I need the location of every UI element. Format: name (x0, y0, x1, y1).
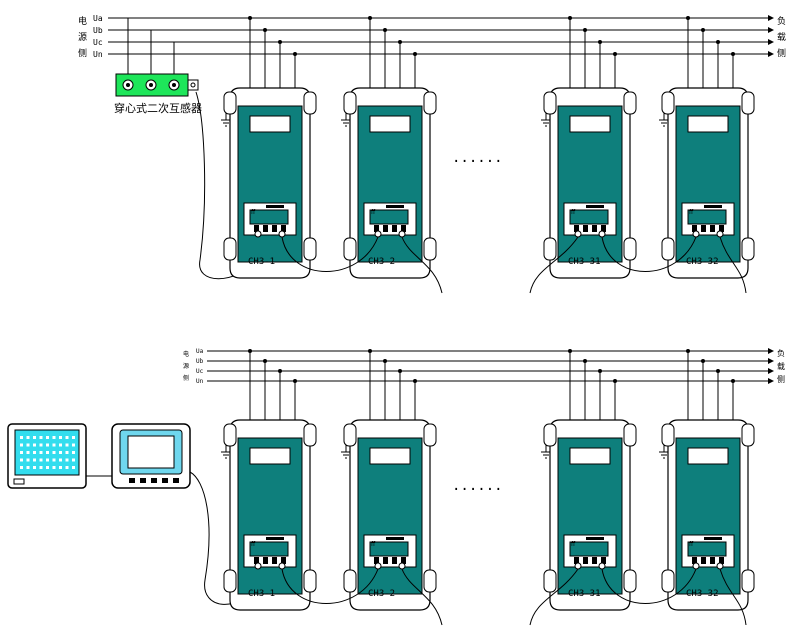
bottom-module-3-label: CH3-31 (568, 589, 601, 599)
bottom-phase-uc: Uc (196, 368, 204, 375)
svg-text:ff: ff (689, 541, 694, 548)
svg-text:ff: ff (571, 541, 576, 548)
bottom-phase-labels: Ua Ub Uc Un (196, 348, 204, 385)
svg-text:ff: ff (371, 209, 376, 216)
computer-monitor-icon (7, 423, 87, 489)
bottom-left-label-2: 源 (183, 362, 189, 370)
bottom-panel: 电 源 侧 Ua Ub Uc Un 负 载 侧 (7, 348, 785, 626)
ct-label: 穿心式二次互感器 (114, 101, 202, 115)
bottom-left-label-1: 电 (183, 350, 189, 358)
top-left-label-1: 电 (78, 15, 87, 27)
bottom-module-4-label: CH3-32 (686, 589, 719, 599)
bottom-source-side-label: 电 源 侧 (183, 350, 189, 382)
module-signal-wire (719, 568, 747, 626)
bottom-phase-ub: Ub (196, 358, 204, 365)
top-load-side-label: 负 载 侧 (777, 15, 786, 59)
top-ellipsis: ...... (452, 150, 503, 166)
top-module-4-label: CH3-32 (686, 257, 719, 267)
module-signal-wire (601, 568, 697, 604)
top-left-label-3: 侧 (78, 47, 87, 59)
top-phase-ua: Ua (93, 14, 103, 23)
module-signal-wire (401, 568, 443, 626)
bottom-module-1-label: CH3-1 (248, 589, 275, 599)
module-signal-wire (529, 568, 579, 626)
top-left-label-2: 源 (78, 32, 87, 43)
top-phase-ub: Ub (93, 26, 103, 35)
top-right-label-1: 负 (777, 15, 786, 27)
svg-text:ff: ff (251, 541, 256, 548)
top-panel: 电 源 侧 Ua Ub Uc Un 负 载 侧 (78, 14, 786, 294)
ct-wires (127, 18, 180, 74)
bottom-left-label-3: 侧 (183, 374, 189, 382)
module-signal-wire (529, 236, 579, 294)
module-signal-wire (601, 236, 697, 272)
bottom-ellipsis: ...... (452, 478, 503, 494)
bottom-phase-ua: Ua (196, 348, 204, 355)
svg-text:ff: ff (571, 209, 576, 216)
top-phase-uc: Uc (93, 38, 103, 47)
module-signal-wire (281, 568, 379, 604)
controller-icon (111, 423, 191, 489)
bottom-bus-arrows (768, 348, 774, 384)
top-source-side-label: 电 源 侧 (78, 15, 87, 59)
top-module-3-label: CH3-31 (568, 257, 601, 267)
top-phase-un: Un (93, 50, 103, 59)
top-right-label-3: 侧 (777, 47, 786, 59)
bottom-phase-un: Un (196, 378, 204, 385)
svg-text:ff: ff (689, 209, 694, 216)
module-signal-wire (281, 236, 379, 272)
bottom-module-2-label: CH3-2 (368, 589, 395, 599)
bottom-bus-lines (207, 350, 768, 382)
bottom-right-label-2: 载 (777, 361, 785, 371)
top-bus-lines (108, 17, 768, 55)
module-signal-wire (719, 236, 747, 294)
bottom-right-label-3: 侧 (777, 374, 785, 384)
bottom-right-label-1: 负 (777, 348, 785, 358)
top-module-2-label: CH3-2 (368, 257, 395, 267)
ct-signal-wire (195, 91, 259, 280)
svg-text:ff: ff (371, 541, 376, 548)
top-right-label-2: 载 (777, 31, 786, 43)
bottom-load-side-label: 负 载 侧 (777, 348, 785, 384)
top-phase-labels: Ua Ub Uc Un (93, 14, 103, 59)
top-module-1-label: CH3-1 (248, 257, 275, 267)
top-bus-arrows (768, 15, 774, 57)
module-signal-wire (401, 236, 443, 294)
svg-text:ff: ff (251, 209, 256, 216)
current-transformer-icon (115, 73, 199, 97)
